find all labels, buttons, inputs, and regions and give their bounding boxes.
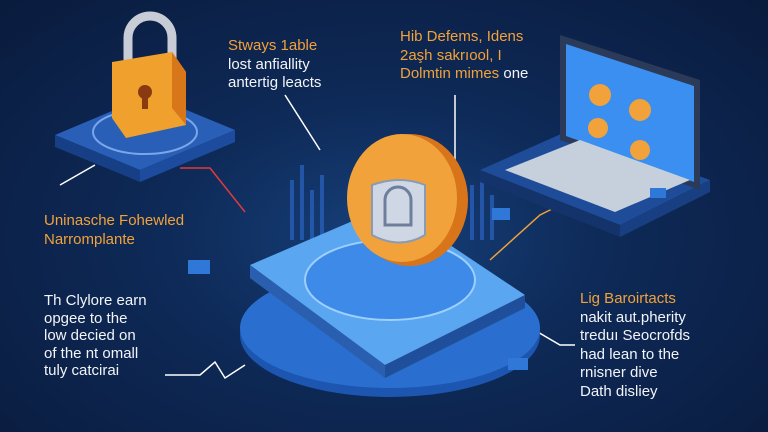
callout-top-center: Stways 1able lost anfiallity antertig le… bbox=[228, 37, 321, 93]
server-chip-icon bbox=[188, 188, 666, 370]
callout-line: Narromplante bbox=[44, 230, 135, 248]
callout-line: rnisner dive bbox=[580, 364, 658, 381]
laptop-icon bbox=[480, 35, 710, 237]
callout-line: Dath disliey bbox=[580, 382, 658, 400]
callout-title: Lig Baroirtacts bbox=[580, 290, 676, 307]
callout-line: Uninasche Fohewled bbox=[44, 212, 185, 229]
lock-coin-icon bbox=[347, 134, 468, 266]
callout-line: Dolmtin mimes bbox=[400, 65, 500, 82]
callout-left-middle: Uninasche Fohewled Narromplante bbox=[44, 212, 184, 249]
callout-title: Stways 1able bbox=[228, 37, 318, 54]
callout-line: one bbox=[503, 65, 529, 82]
callout-line: 2aşh sakrıool, I bbox=[400, 46, 502, 64]
callout-line: opgee to the bbox=[44, 309, 128, 327]
callout-line: low decied on bbox=[44, 327, 136, 344]
callout-line: of the nt omall bbox=[44, 344, 139, 362]
callout-line: had lean to the bbox=[580, 345, 680, 363]
callout-top-right: Hib Defems, Idens 2aşh sakrıool, I Dolmt… bbox=[400, 28, 528, 84]
callout-left-bottom: Th Clylore earn opgee to the low decied … bbox=[44, 292, 147, 380]
callout-line: Th Clylore earn bbox=[44, 292, 147, 309]
callout-line: treduı Seocrofds bbox=[580, 327, 691, 344]
callout-right-bottom: Lig Baroirtacts nakit aut.pherity treduı… bbox=[580, 290, 690, 401]
callout-line: tuly catcirai bbox=[44, 362, 120, 379]
callout-line: antertig leacts bbox=[228, 74, 322, 91]
callout-line: lost anfiallity bbox=[228, 55, 310, 73]
padlock-icon bbox=[112, 11, 186, 138]
callout-line: Hib Defems, Idens bbox=[400, 28, 524, 45]
callout-line: nakit aut.pherity bbox=[580, 308, 686, 326]
